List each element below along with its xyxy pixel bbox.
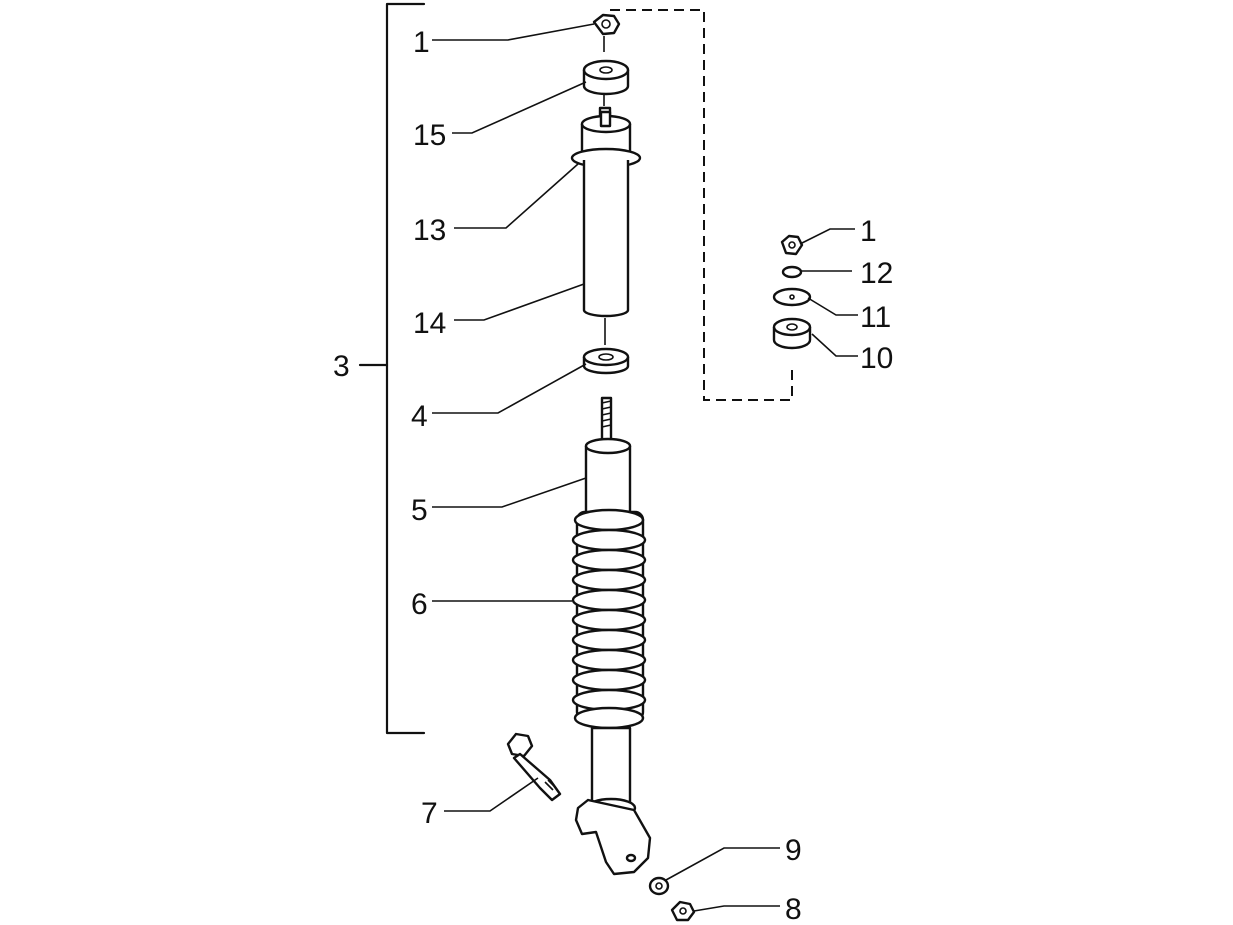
part-4-washer [582,347,630,375]
leader-lines [432,23,858,912]
callout-12: 12 [860,257,893,290]
callout-15: 15 [413,119,446,152]
callout-3: 3 [333,350,350,383]
assembly-bracket-3 [358,2,426,735]
callout-10: 10 [860,342,893,375]
callout-8: 8 [785,893,802,925]
part-9-washer [648,876,670,896]
part-15-bushing [582,59,630,106]
callout-1-top: 1 [413,26,430,59]
callout-5: 5 [411,494,428,527]
part-10-rubber-bushing [772,317,812,350]
mounting-connection-line [610,9,793,401]
part-12-lock-washer [781,265,803,279]
part-8-nut [670,900,696,922]
callout-1-right: 1 [860,215,877,248]
part-13-14-dust-cover [570,106,642,345]
part-1-nut-right [780,234,804,256]
part-11-flat-washer [772,287,812,307]
callout-13: 13 [413,214,446,247]
part-7-bolt [506,732,562,802]
callout-11: 11 [860,301,891,334]
part-1-nut-top [592,13,621,52]
shock-lower-eyelet [574,726,652,876]
callout-6: 6 [411,588,428,621]
callout-14: 14 [413,307,446,340]
callout-4: 4 [411,400,428,433]
callout-9: 9 [785,834,802,867]
callout-7: 7 [421,797,438,830]
part-6-coil-spring [571,508,647,730]
